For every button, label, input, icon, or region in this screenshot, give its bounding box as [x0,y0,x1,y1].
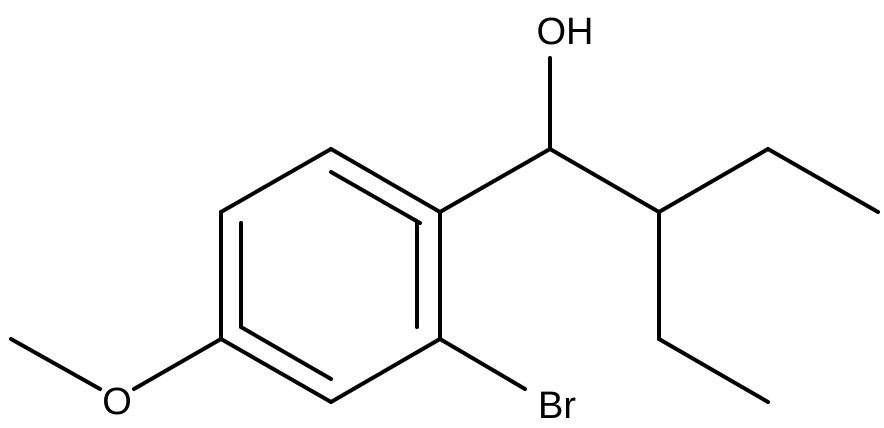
ring-bond-c3-c4 [219,337,333,404]
bond-upper-ethyl-terminal [766,147,880,214]
hydroxyl-label: OH [537,11,594,53]
ether-oxygen-label: O [102,381,132,423]
bond-lower-ethyl-terminal [657,337,770,404]
bond-branch-to-upper-ethyl [657,147,770,214]
bonds [9,56,880,404]
bond-carbinol-to-branch [548,147,661,214]
bond-ring-to-carbinol [438,147,552,214]
bond-ring-to-ether-oxygen [132,337,223,391]
ring-double-bond-inner-c3-c4 [239,325,333,381]
ring-bond-c5-c6 [219,147,333,214]
bond-ring-to-bromine [438,337,527,391]
bond-ether-oxygen-to-methyl [9,337,102,391]
atom-labels: OH Br O [102,11,593,427]
ring-bond-c2-c3 [329,337,442,404]
ring-double-bond-inner-c6-c1 [329,170,422,225]
bromine-label: Br [538,385,576,427]
ring-bond-c6-c1 [329,147,442,214]
